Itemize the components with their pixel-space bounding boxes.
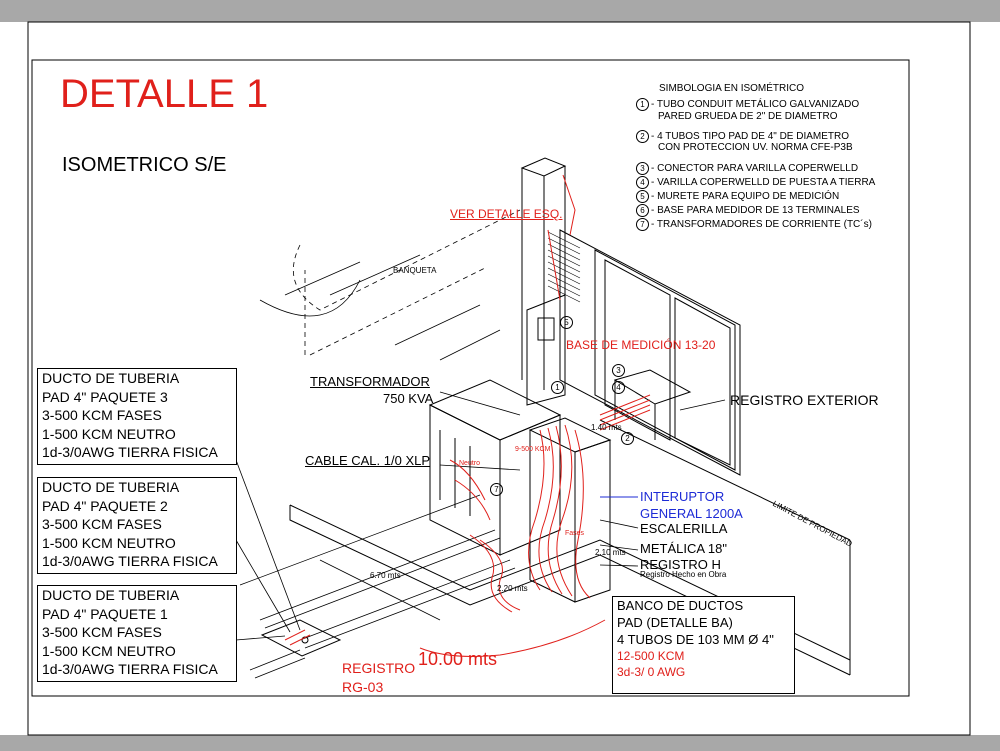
registro-rg-number: RG-03 — [342, 679, 384, 695]
registro-rg03 — [260, 619, 342, 657]
dim-label: 6.70 mts — [370, 571, 401, 580]
duct-line: 1-500 KCM NEUTRO — [42, 534, 176, 551]
duct-line: PAD 4" PAQUETE 3 — [42, 388, 168, 405]
dim-label: 1.40 mts — [591, 423, 622, 432]
legend-number-icon: 7 — [636, 218, 649, 231]
legend-item: 2- 4 TUBOS TIPO PAD DE 4" DE DIAMETRO — [636, 130, 849, 143]
legend-item: 4- VARILLA COPERWELLD DE PUESTA A TIERRA — [636, 176, 875, 189]
banco-line: 4 TUBOS DE 103 MM Ø 4" — [617, 632, 774, 647]
banqueta-outline — [293, 209, 521, 356]
marker-5-icon: 5 — [560, 315, 575, 331]
banco-line-red: 3d-3/ 0 AWG — [617, 665, 686, 679]
ten-meters-label: 10.00 mts — [418, 649, 498, 669]
legend-item: 3- CONECTOR PARA VARILLA COPERWELLD — [636, 162, 858, 175]
duct-line: 3-500 KCM FASES — [42, 516, 162, 532]
escalerilla-label: ESCALERILLA — [640, 521, 728, 536]
duct-line: PAD 4" PAQUETE 2 — [42, 497, 168, 514]
registro-h-sublabel: Registro Hecho en Obra — [640, 570, 727, 579]
duct-line: 1d-3/0AWG TIERRA FISICA — [42, 553, 218, 569]
banco-line: PAD (DETALLE BA) — [617, 615, 733, 630]
legend-item: CON PROTECCION UV. NORMA CFE-P3B — [658, 143, 853, 153]
cable-ref-label: 9-500 KCM — [515, 446, 551, 453]
duct-line: 3-500 KCM FASES — [42, 407, 162, 423]
switchgear-cabinet — [528, 417, 612, 603]
duct-line: 1-500 KCM NEUTRO — [42, 642, 176, 659]
duct-line: DUCTO DE TUBERIA — [42, 370, 180, 386]
banco-line-red: 12-500 KCM — [617, 649, 685, 663]
legend-item: 5- MURETE PARA EQUIPO DE MEDICIÓN — [636, 190, 839, 203]
marker-1-icon: 1 — [551, 380, 566, 396]
interruptor-label: INTERUPTOR — [640, 489, 725, 504]
legend-text: - 4 TUBOS TIPO PAD DE 4" DE DIAMETRO — [651, 131, 850, 143]
transformador-label: TRANSFORMADOR — [310, 374, 430, 389]
marker-7-icon: 7 — [490, 482, 505, 498]
bottom-gray-band — [0, 735, 1000, 751]
legend-item: 6- BASE PARA MEDIDOR DE 13 TERMINALES — [636, 204, 860, 217]
leader-lines — [235, 391, 726, 641]
duct-line: DUCTO DE TUBERIA — [42, 479, 180, 495]
banqueta-label: BANQUETA — [393, 266, 437, 275]
murete-column — [520, 157, 567, 406]
legend-item: PARED GRUEDA DE 2" DE DIAMETRO — [658, 112, 838, 122]
registro-h-label: REGISTRO H — [640, 557, 721, 572]
registro-rg-label: REGISTRO — [342, 660, 416, 676]
drawing-title: DETALLE 1 — [60, 72, 269, 116]
sheet-border — [27, 21, 971, 736]
marker-2-icon: 2 — [621, 431, 636, 447]
dim-label: 2.10 mts — [595, 548, 626, 557]
duct-line: 3-500 KCM FASES — [42, 624, 162, 640]
legend-item: 7- TRANSFORMADORES DE CORRIENTE (TC´s) — [636, 218, 872, 231]
duct-line: 1d-3/0AWG TIERRA FISICA — [42, 661, 218, 677]
legend-text: - BASE PARA MEDIDOR DE 13 TERMINALES — [651, 205, 860, 217]
legend-number-icon: 5 — [636, 190, 649, 203]
duct-bank-lines — [239, 494, 516, 679]
interruptor-rating-label: GENERAL 1200A — [640, 506, 743, 521]
duct-line: 1-500 KCM NEUTRO — [42, 425, 176, 442]
legend-number-icon: 3 — [636, 162, 649, 175]
legend-number-icon: 4 — [636, 176, 649, 189]
fases-label: Fases — [565, 530, 585, 537]
banco-line: BANCO DE DUCTOS — [617, 598, 744, 613]
legend-text: - CONECTOR PARA VARILLA COPERWELLD — [651, 163, 859, 175]
legend-number-icon: 6 — [636, 204, 649, 217]
fence-panel — [547, 229, 741, 476]
legend-number-icon: 2 — [636, 130, 649, 143]
neutro-label: Neutro — [459, 460, 481, 467]
drawing-subtitle: ISOMETRICO S/E — [62, 154, 227, 176]
legend-number-icon: 1 — [636, 98, 649, 111]
legend-item: 1- TUBO CONDUIT METÁLICO GALVANIZADO — [636, 98, 859, 111]
registro-exterior-label: REGISTRO EXTERIOR — [730, 392, 879, 408]
legend-text: - TRANSFORMADORES DE CORRIENTE (TC´s) — [651, 219, 872, 231]
duct-box-paquete-2: DUCTO DE TUBERIA PAD 4" PAQUETE 2 3-500 … — [37, 477, 237, 574]
drawing-frame — [31, 59, 910, 697]
transformer — [428, 379, 562, 556]
duct-box-paquete-1: DUCTO DE TUBERIA PAD 4" PAQUETE 1 3-500 … — [37, 585, 237, 682]
duct-line: PAD 4" PAQUETE 1 — [42, 605, 168, 622]
legend-text: - TUBO CONDUIT METÁLICO GALVANIZADO — [651, 99, 860, 111]
kva-label: 750 KVA — [383, 391, 434, 406]
marker-4-icon: 4 — [612, 380, 627, 396]
duct-box-paquete-3: DUCTO DE TUBERIA PAD 4" PAQUETE 3 3-500 … — [37, 368, 237, 465]
escalerilla-size-label: METÁLICA 18" — [640, 541, 727, 556]
red-conductors — [284, 174, 651, 657]
banqueta-lines — [259, 254, 501, 361]
ver-detalle-label: VER DETALLE ESQ. — [450, 207, 563, 221]
dim-label: 2.20 mts — [497, 584, 528, 593]
cable-label: CABLE CAL. 1/0 XLP — [305, 453, 431, 468]
base-medicion-label: BASE DE MEDICIÓN 13-20 — [566, 338, 716, 352]
duct-line: 1d-3/0AWG TIERRA FISICA — [42, 444, 218, 460]
legend-text: PARED GRUEDA DE 2" DE DIAMETRO — [658, 111, 838, 122]
duct-line: DUCTO DE TUBERIA — [42, 587, 180, 603]
marker-3-icon: 3 — [612, 363, 627, 379]
legend-text: CON PROTECCION UV. NORMA CFE-P3B — [658, 142, 853, 153]
banco-ductos-box: BANCO DE DUCTOS PAD (DETALLE BA) 4 TUBOS… — [612, 596, 795, 694]
legend-text: - MURETE PARA EQUIPO DE MEDICIÓN — [651, 191, 840, 203]
legend-text: - VARILLA COPERWELLD DE PUESTA A TIERRA — [651, 177, 876, 189]
legend-heading: SIMBOLOGIA EN ISOMÉTRICO — [659, 83, 805, 94]
top-gray-band — [0, 0, 1000, 22]
